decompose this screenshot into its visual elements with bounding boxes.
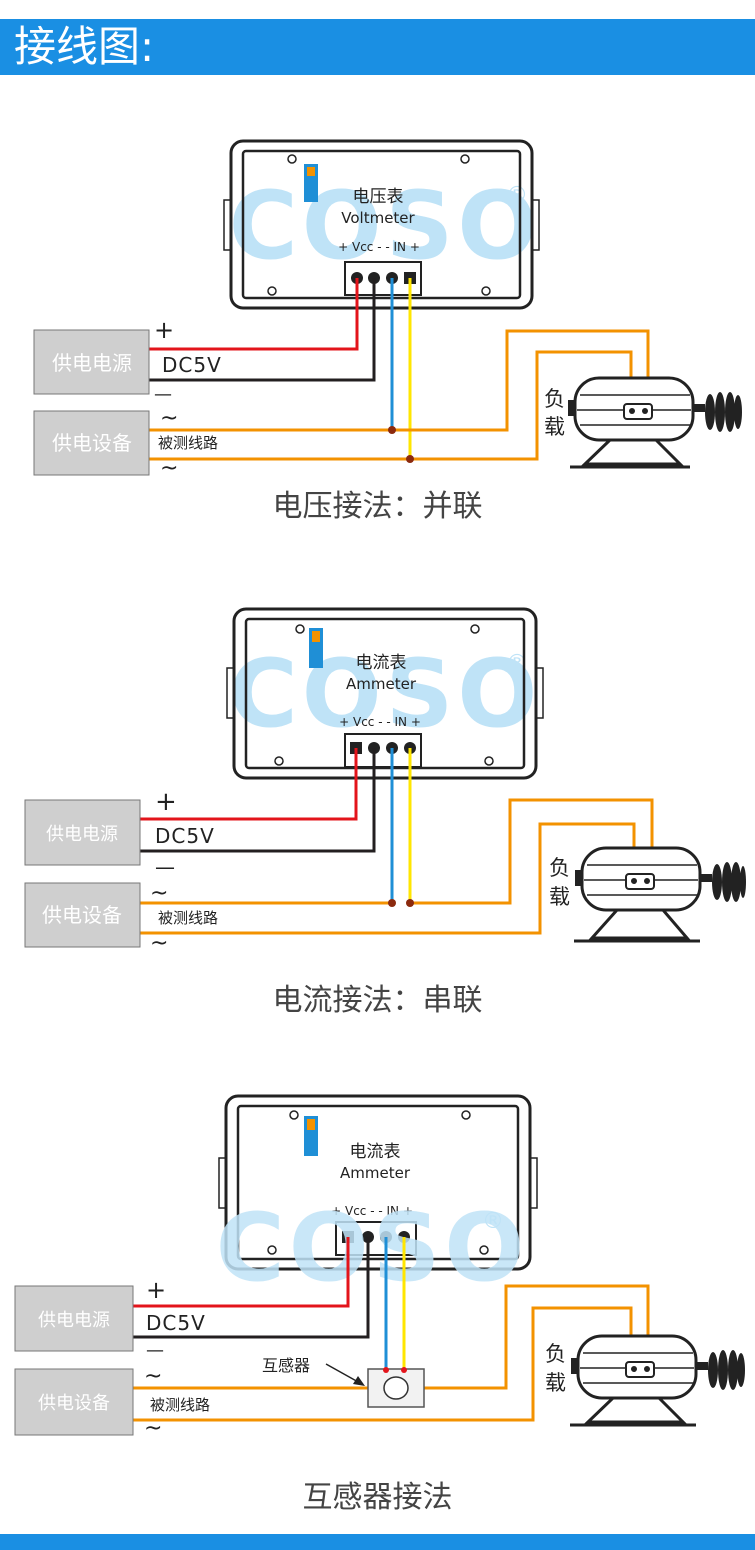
load-label-1: 负 — [549, 856, 570, 880]
dc5v-label: DC5V — [162, 353, 222, 377]
plus-sign: + — [155, 787, 177, 817]
power-supply-box — [24, 799, 141, 866]
dc-negative-wire — [133, 1237, 370, 1339]
minus-sign: — — [155, 855, 175, 879]
dc-positive-wire — [140, 748, 358, 821]
page-title: 接线图: — [14, 22, 155, 71]
power-supply-box — [14, 1285, 134, 1352]
plus-sign: + — [146, 1276, 166, 1304]
load-label-2: 载 — [544, 415, 565, 439]
minus-sign: — — [146, 1340, 164, 1361]
load-line-mid — [410, 798, 654, 905]
transformer-arrow — [325, 1363, 361, 1384]
header-bar: 接线图: — [0, 19, 755, 75]
measured-line-label: 被测线路 — [150, 1396, 210, 1414]
terminal-block — [344, 733, 422, 768]
device-label: 供电设备 — [52, 431, 132, 455]
registered-mark: ® — [482, 1209, 504, 1234]
meter-housing — [218, 1094, 538, 1271]
coso-watermark: COSO — [216, 1194, 529, 1303]
meter-label: 电压表 — [353, 187, 404, 207]
motor-load-icon — [574, 846, 746, 943]
load-line-bottom — [140, 822, 636, 935]
tilde-top: ~ — [160, 406, 178, 431]
device-label: 供电设备 — [42, 903, 122, 927]
device-box — [33, 410, 150, 476]
device-box — [14, 1368, 134, 1436]
tilde-top: ~ — [144, 1364, 162, 1389]
terminal-labels: + Vcc - - IN + — [339, 715, 421, 729]
meter-sublabel: Ammeter — [340, 1164, 411, 1182]
dc5v-label: DC5V — [146, 1311, 206, 1335]
dc-positive-wire — [149, 278, 359, 351]
current-transformer-icon — [367, 1367, 425, 1408]
transformer-wiring-diagram: 电流表 Ammeter + Vcc - - IN + COSO ® 互感器 供电… — [0, 1088, 755, 1448]
dc5v-label: DC5V — [155, 824, 215, 848]
power-supply-label: 供电电源 — [38, 1310, 110, 1331]
meter-label: 电流表 — [356, 653, 407, 673]
registered-mark: ® — [506, 183, 528, 208]
coso-watermark: COSO — [229, 640, 542, 749]
power-supply-label: 供电电源 — [46, 824, 118, 845]
dc-negative-wire — [140, 748, 376, 853]
load-line-top — [149, 329, 650, 432]
load-label-1: 负 — [545, 1342, 566, 1366]
motor-load-icon — [568, 376, 742, 469]
dc-positive-wire — [133, 1237, 350, 1308]
meter-sublabel: Voltmeter — [341, 209, 415, 227]
device-label: 供电设备 — [38, 1393, 110, 1414]
meter-sublabel: Ammeter — [346, 675, 417, 693]
load-label-2: 载 — [549, 885, 570, 909]
tilde-bottom: ~ — [150, 931, 168, 956]
motor-load-icon — [570, 1334, 745, 1427]
tilde-top: ~ — [150, 881, 168, 906]
minus-sign: — — [154, 384, 172, 405]
power-supply-label: 供电电源 — [52, 351, 132, 375]
tilde-bottom: ~ — [144, 1416, 162, 1441]
dc-negative-wire — [149, 278, 376, 382]
tilde-bottom: ~ — [160, 456, 178, 480]
transformer-label: 互感器 — [262, 1356, 310, 1375]
load-label-2: 载 — [545, 1371, 566, 1395]
current-wiring-diagram: COSO ® 电流表 Ammeter + Vcc - - IN + 供电电源 +… — [0, 598, 755, 958]
caption-voltage: 电压接法：并联 — [272, 489, 483, 524]
measured-line-label: 被测线路 — [158, 909, 218, 927]
voltage-wiring-diagram: COSO ® 电压表 Voltmeter + Vcc - - IN + 供电电源… — [0, 130, 755, 480]
terminal-labels: + Vcc - - IN + — [331, 1204, 413, 1218]
meter-label: 电流表 — [350, 1142, 401, 1162]
meter-housing — [223, 139, 540, 310]
footer-bar — [0, 1534, 755, 1550]
terminal-labels: + Vcc - - IN + — [338, 240, 420, 254]
caption-transformer: 互感器接法 — [302, 1480, 453, 1515]
load-label-1: 负 — [544, 387, 565, 411]
load-line-mid — [424, 1284, 650, 1390]
caption-current: 电流接法：串联 — [272, 983, 483, 1018]
registered-mark: ® — [506, 651, 528, 676]
device-box — [24, 882, 141, 948]
power-supply-box — [33, 329, 150, 395]
plus-sign: + — [154, 316, 174, 344]
load-line-bottom — [133, 1306, 633, 1422]
measured-line-label: 被测线路 — [158, 434, 218, 452]
